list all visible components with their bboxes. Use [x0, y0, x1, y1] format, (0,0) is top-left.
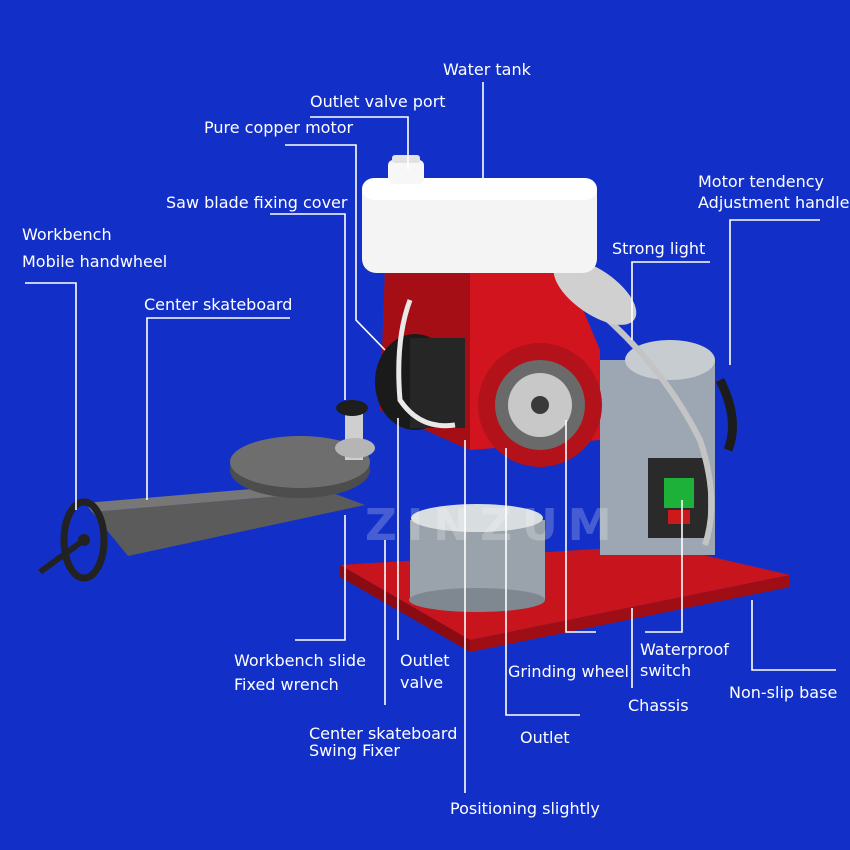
- label-outlet-valve-port: Outlet valve port: [310, 92, 446, 111]
- label-strong-light: Strong light: [612, 239, 706, 258]
- light-gooseneck: [583, 297, 715, 546]
- leader-motor-tendency: [729, 219, 820, 365]
- tank-cap-top: [392, 155, 420, 163]
- chassis-plate-edge: [340, 565, 470, 652]
- label-outlet: Outlet: [520, 728, 570, 747]
- label-waterproof-switch-1: Waterproof: [640, 640, 729, 659]
- leader-workbench-slide: [295, 515, 346, 641]
- leader-grinding-wheel: [565, 420, 596, 633]
- grinding-wheel-hub: [531, 396, 549, 414]
- label-workbench-slide-2: Fixed wrench: [234, 675, 339, 694]
- swing-table-top: [230, 436, 370, 488]
- pedestal: [410, 520, 545, 600]
- label-motor-tendency-1: Motor tendency: [698, 172, 824, 191]
- leader-lines: [25, 82, 836, 793]
- motor-front-cap: [625, 340, 715, 380]
- label-workbench-1: Workbench: [22, 225, 112, 244]
- label-positioning-slightly: Positioning slightly: [450, 799, 600, 818]
- leader-outlet: [505, 448, 580, 716]
- label-center-skateboard: Center skateboard: [144, 295, 293, 314]
- adjust-handle: [715, 377, 737, 452]
- watermark: ZINZUM: [365, 500, 622, 551]
- leader-copper-motor: [285, 144, 386, 351]
- tank-cap: [388, 160, 424, 184]
- label-chassis: Chassis: [628, 696, 689, 715]
- label-motor-tendency-2: Adjustment handle: [698, 193, 850, 212]
- handwheel: [60, 498, 108, 582]
- pedestal-top: [411, 504, 543, 532]
- label-grinding-wheel: Grinding wheel: [508, 662, 629, 681]
- saw-blade-cover: [335, 438, 375, 458]
- motor-fins: [410, 338, 465, 428]
- label-workbench-slide-1: Workbench slide: [234, 651, 366, 670]
- leader-outlet-valve-port: [310, 116, 409, 170]
- switch-red: [668, 510, 690, 524]
- leader-non-slip-base: [751, 600, 836, 671]
- outlet-tube: [396, 299, 456, 429]
- label-workbench-2: Mobile handwheel: [22, 252, 168, 271]
- label-saw-blade-fixing-cover: Saw blade fixing cover: [166, 193, 348, 212]
- label-swing-fixer-2: Swing Fixer: [309, 741, 400, 760]
- fixing-knob: [336, 400, 368, 416]
- label-outlet-valve-2: valve: [400, 673, 444, 692]
- label-water-tank: Water tank: [443, 60, 531, 79]
- leader-workbench: [25, 282, 77, 510]
- leader-waterproof-switch: [645, 500, 683, 633]
- label-outlet-valve-1: Outlet: [400, 651, 450, 670]
- workbench-arm: [92, 492, 365, 556]
- label-swing-fixer-1: Center skateboard: [309, 724, 458, 743]
- leader-center-skateboard: [146, 317, 290, 500]
- chassis-plate-edge-right: [470, 575, 790, 652]
- light-head: [553, 259, 637, 325]
- label-waterproof-switch-2: switch: [640, 661, 692, 680]
- pedestal-bottom: [409, 588, 545, 612]
- leader-saw-cover: [270, 213, 346, 400]
- label-pure-copper-motor: Pure copper motor: [204, 118, 354, 137]
- label-non-slip-base: Non-slip base: [729, 683, 838, 702]
- leader-strong-light: [631, 261, 710, 340]
- handwheel-handle: [38, 537, 86, 575]
- switch-green: [664, 478, 694, 508]
- water-tank: [362, 178, 597, 273]
